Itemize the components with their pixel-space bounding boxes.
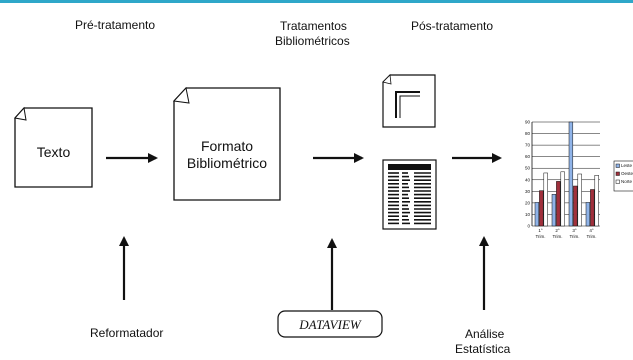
xtick-label: Trim. [569,234,579,239]
bar-leste [534,202,540,227]
xtick-label: 4° [589,228,594,233]
ytick-label: 60 [525,154,531,159]
bar-leste [585,202,591,227]
bar-chart: 01020304050607080901°Trim.2°Trim.3°Trim.… [525,120,633,239]
legend-label: Leste [621,163,633,168]
bar-oeste [590,189,595,227]
xtick-label: 2° [555,228,560,233]
formato-label-line2: Bibliométrico [186,155,268,171]
top-rule [0,0,633,3]
xtick-label: 3° [572,228,577,233]
legend-swatch [615,163,620,168]
dataview-label: DATAVIEW [299,317,361,332]
formato-label-line1: Formato [200,138,254,154]
stage-pre-tratamento: Pré-tratamento [75,18,156,32]
legend-label: Norte [621,179,633,184]
stage-pos-tratamento: Pós-tratamento [411,19,494,33]
reformatador-label: Reformatador [90,326,164,340]
bar-norte [577,173,582,227]
dataview-box [277,310,383,338]
sheet-header-bar [388,164,431,170]
bar-norte [594,175,599,227]
ytick-label: 30 [525,189,531,194]
texto-document-corner [14,106,27,121]
ytick-label: 70 [525,143,531,148]
legend-swatch [615,171,620,176]
ytick-label: 20 [525,200,531,205]
ytick-label: 90 [525,120,531,125]
xtick-label: Trim. [535,234,545,239]
stage-tratamentos-line2: Bibliométricos [275,34,350,48]
analise-label-line2: Estatística [455,342,511,356]
bar-leste [568,121,574,227]
ytick-label: 80 [525,131,531,136]
bar-norte [543,172,548,227]
ytick-label: 50 [525,166,531,171]
datasheet-icon [382,159,437,230]
formato-document-corner [172,86,190,104]
bar-norte [560,171,565,227]
analise-label-line1: Análise [465,327,505,341]
ytick-label: 0 [527,224,530,229]
bar-oeste [556,181,561,227]
xtick-label: 1° [538,228,543,233]
bracket-document-icon [382,74,436,128]
texto-label: Texto [36,144,71,160]
legend-swatch [615,179,620,184]
xtick-label: Trim. [552,234,562,239]
bar-oeste [573,185,578,227]
ytick-label: 40 [525,177,531,182]
ytick-label: 10 [525,212,531,217]
bar-leste [551,194,557,227]
bar-oeste [539,190,544,227]
stage-tratamentos-line1: Tratamentos [280,19,347,33]
xtick-label: Trim. [586,234,596,239]
legend-label: Oeste [621,171,633,176]
